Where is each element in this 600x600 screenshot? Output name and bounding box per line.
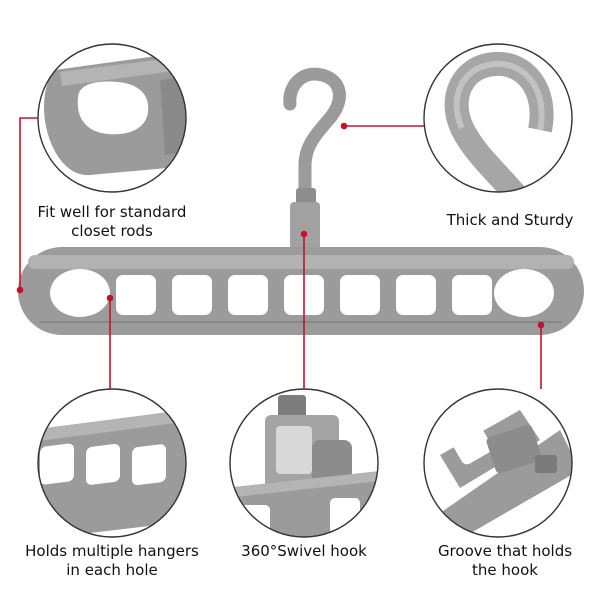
- caption-fit-closet-rods: Fit well for standard closet rods: [37, 203, 187, 240]
- detail-groove: [423, 388, 573, 538]
- caption-multiple-hangers: Holds multiple hangers in each hole: [25, 542, 199, 579]
- caption-swivel-hook: 360°Swivel hook: [241, 542, 367, 560]
- hook-swivel-base: [290, 202, 320, 250]
- main-hanger: [18, 67, 584, 335]
- detail-multiple-holes: [37, 388, 187, 538]
- detail-swivel-joint: [229, 388, 379, 538]
- caption-groove-holds-hook: Groove that holds the hook: [437, 542, 573, 579]
- caption-thick-sturdy: Thick and Sturdy: [446, 211, 574, 229]
- detail-closet-rod: [37, 43, 187, 193]
- swivel-hook: [283, 67, 346, 197]
- hook-neck: [296, 188, 316, 206]
- detail-thick-hook: [423, 43, 573, 193]
- hanger-slots: [116, 275, 492, 315]
- leader-lines: [16, 117, 545, 389]
